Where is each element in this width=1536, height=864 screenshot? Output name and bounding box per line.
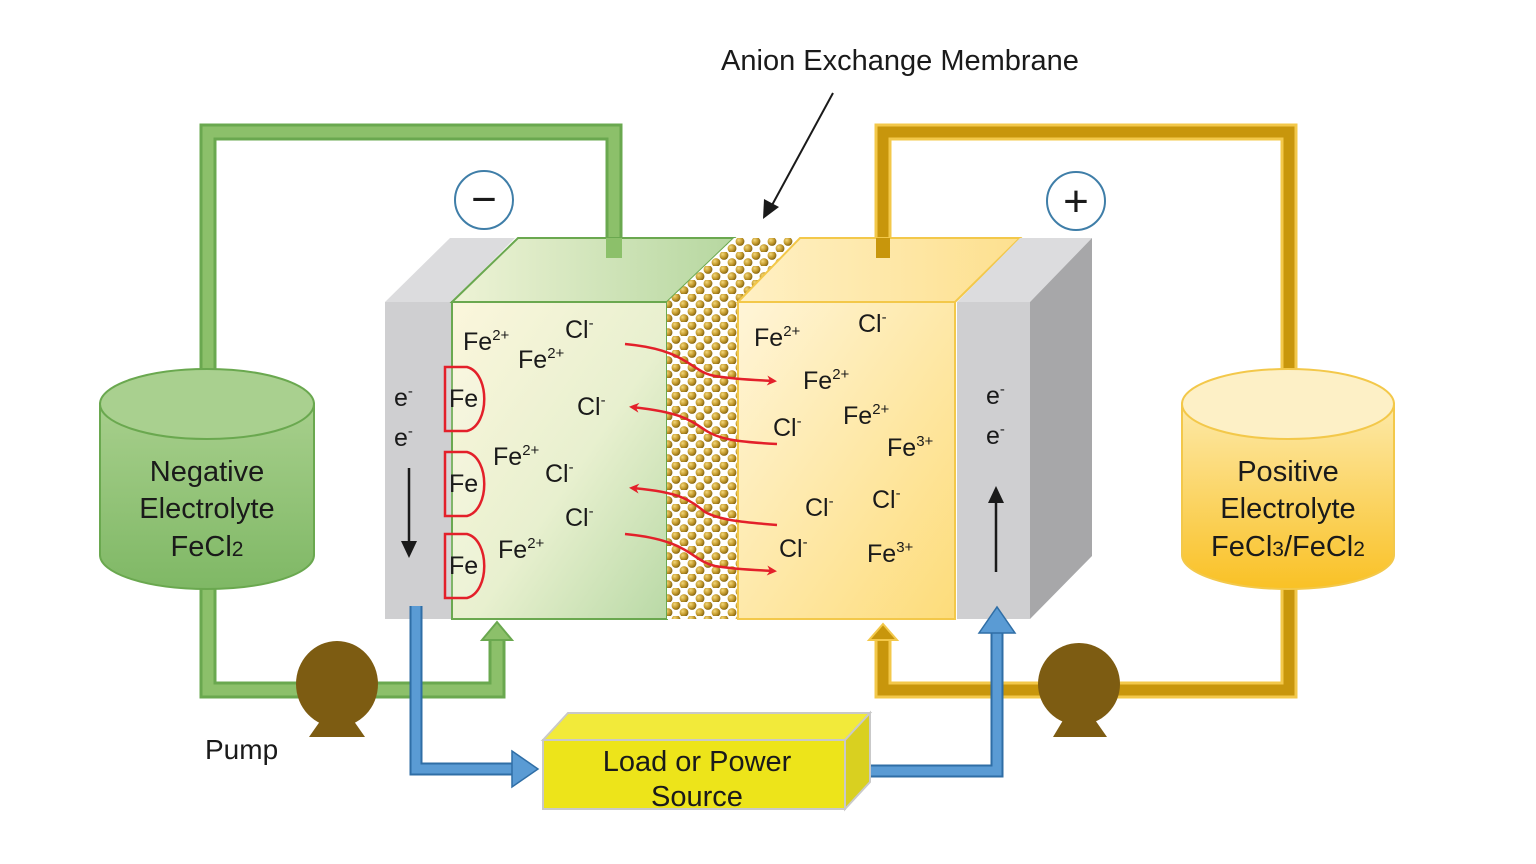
up-arrow-icon <box>988 486 1004 503</box>
ion-transport-arrows <box>624 342 778 576</box>
iron-ion-label: Fe2+ <box>803 366 850 395</box>
negative-tank-formula: FeCl2 <box>171 531 244 563</box>
chloride-ion-label: Cl- <box>773 413 802 442</box>
anion-exchange-membrane <box>667 238 800 619</box>
gold-pipe-inlet <box>876 238 890 258</box>
electron-label: e- <box>394 383 413 412</box>
negative-tank-label-line1: Negative <box>150 456 264 488</box>
chloride-ion-label: Cl- <box>577 392 606 421</box>
chloride-ion-label: Cl- <box>872 485 901 514</box>
positive-tank-label-line2: Electrolyte <box>1220 493 1355 525</box>
negative-electron-flow: e- e- <box>394 383 417 558</box>
chloride-ion-label: Cl- <box>565 315 594 344</box>
positive-electrode <box>957 238 1092 619</box>
iron-deposit-label: Fe <box>449 470 478 498</box>
external-circuit <box>409 605 1017 789</box>
iron-deposit: Fe <box>443 450 486 518</box>
ion-arrow-left <box>629 483 778 527</box>
iron-deposit: Fe <box>443 532 486 600</box>
green-flow-arrowhead <box>479 620 515 641</box>
iron-ion-label: Fe2+ <box>518 345 565 374</box>
load-label-line2: Source <box>651 781 743 813</box>
negative-electrode <box>385 238 515 619</box>
chloride-ion-label: Cl- <box>545 459 574 488</box>
gold-flow-arrowhead <box>866 622 900 641</box>
positive-side-ions: Fe2+Cl-Fe2+Cl-Fe2+Fe3+Cl-Cl-Cl-Fe3+ <box>754 309 934 568</box>
down-arrow-icon <box>401 541 417 558</box>
chloride-ion-label: Cl- <box>565 503 594 532</box>
minus-icon: − <box>471 175 497 224</box>
load-or-power-source: Load or Power Source <box>540 710 873 813</box>
chloride-ion-label: Cl- <box>805 493 834 522</box>
positive-electron-flow: e- e- <box>986 381 1005 572</box>
ion-arrow-right <box>624 342 777 386</box>
electron-label: e- <box>986 381 1005 410</box>
negative-pump <box>296 641 378 737</box>
iron-ion-label: Fe2+ <box>493 442 540 471</box>
negative-electrolyte-tank: Negative Electrolyte FeCl2 <box>99 368 315 590</box>
membrane-label: Anion Exchange Membrane <box>721 45 1079 77</box>
green-pipe-inlet <box>606 238 622 258</box>
electron-label: e- <box>394 423 413 452</box>
negative-terminal: − <box>454 170 514 230</box>
iron-ion-label: Fe2+ <box>498 535 545 564</box>
iron-ion-label: Fe2+ <box>463 327 510 356</box>
iron-ion-label: Fe3+ <box>887 433 934 462</box>
positive-tank-formula: FeCl3/FeCl2 <box>1211 531 1365 563</box>
iron-deposit-label: Fe <box>449 385 478 413</box>
blue-arrowhead-up <box>977 605 1017 634</box>
callout-arrowhead-icon <box>763 199 779 219</box>
negative-half-cell <box>449 237 737 620</box>
negative-tank-label-line2: Electrolyte <box>139 493 274 525</box>
positive-terminal: + <box>1046 171 1106 231</box>
blue-arrowhead-right <box>511 749 540 789</box>
ion-arrow-right <box>624 532 777 576</box>
electron-label: e- <box>986 421 1005 450</box>
pump-label: Pump <box>205 734 278 765</box>
positive-pump <box>1038 643 1120 737</box>
load-label-line1: Load or Power <box>603 746 792 778</box>
iron-deposit: Fe <box>443 365 486 433</box>
plus-icon: + <box>1063 177 1089 226</box>
iron-ion-label: Fe3+ <box>867 539 914 568</box>
membrane-callout-line <box>770 92 834 208</box>
iron-deposit-label: Fe <box>449 552 478 580</box>
positive-electrolyte-tank: Positive Electrolyte FeCl3/FeCl2 <box>1181 368 1395 590</box>
iron-ion-label: Fe2+ <box>843 401 890 430</box>
ion-arrow-left <box>629 402 778 446</box>
positive-tank-label-line1: Positive <box>1237 456 1339 488</box>
negative-side-ions: Fe2+Cl-Fe2+Cl-Fe2+Cl-Cl-Fe2+ <box>463 315 606 564</box>
iron-ion-label: Fe2+ <box>754 323 801 352</box>
chloride-ion-label: Cl- <box>779 534 808 563</box>
chloride-ion-label: Cl- <box>858 309 887 338</box>
